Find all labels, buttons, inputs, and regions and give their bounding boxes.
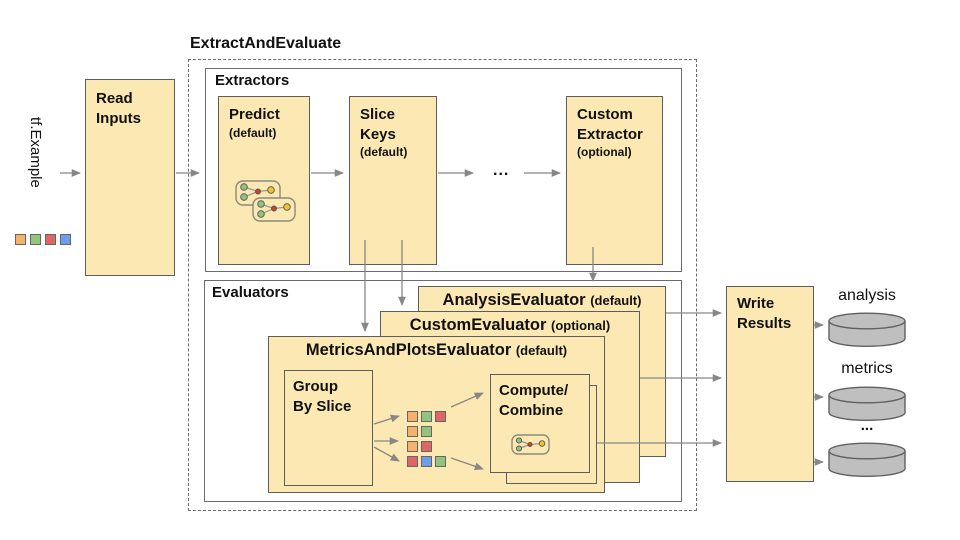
tf-example-label: tf.Example xyxy=(27,117,44,188)
analysis-database-cylinder xyxy=(828,312,906,347)
green-example-square xyxy=(421,411,432,422)
group-by-slice-title: Group By Slice xyxy=(293,378,352,415)
orange-example-square xyxy=(15,234,26,245)
slice-keys-subtitle: (default) xyxy=(360,145,408,159)
arrow-slices-to-compute-top xyxy=(450,392,484,408)
compute-combine-title: Compute/ Combine xyxy=(499,382,569,419)
blue-example-square xyxy=(60,234,71,245)
metrics-and-plots-evaluator-title: MetricsAndPlotsEvaluator (default) xyxy=(305,341,568,359)
custom-evaluator-title: CustomEvaluator (optional) xyxy=(409,316,611,334)
predict-subtitle: (default) xyxy=(229,125,277,140)
read-inputs-title: Read Inputs xyxy=(96,90,141,127)
metrics-database-cylinder xyxy=(828,386,906,421)
slice-row xyxy=(407,426,446,437)
compute-model-graph-icon xyxy=(511,434,550,455)
slice-keys-title: Slice Keys xyxy=(360,106,396,143)
orange-example-square xyxy=(407,426,418,437)
compute-combine-box: Compute/ Combine xyxy=(490,374,590,473)
arrow-group-to-slice-row-3 xyxy=(373,446,400,462)
input-example-squares xyxy=(15,234,71,245)
more-outputs-ellipsis: ... xyxy=(860,417,874,434)
slice-row xyxy=(407,456,446,467)
red-example-square xyxy=(45,234,56,245)
green-example-square xyxy=(30,234,41,245)
slice-keys-extractor-box: Slice Keys (default) xyxy=(349,96,437,265)
slice-row xyxy=(407,411,446,422)
metrics-output-label: metrics xyxy=(841,360,893,377)
blue-example-square xyxy=(421,456,432,467)
orange-example-square xyxy=(407,411,418,422)
extract-and-evaluate-title: ExtractAndEvaluate xyxy=(190,35,342,52)
more-database-cylinder xyxy=(828,442,906,477)
custom-extractor-title: Custom Extractor xyxy=(577,106,643,143)
arrow-slices-to-compute-bottom xyxy=(450,457,484,470)
evaluators-section-label: Evaluators xyxy=(212,284,289,301)
analysis-evaluator-title: AnalysisEvaluator (default) xyxy=(442,291,642,309)
extractors-section-label: Extractors xyxy=(215,72,290,89)
sliced-examples-grid xyxy=(407,411,446,471)
extractors-container: Extractors xyxy=(205,68,682,272)
read-inputs-box: Read Inputs xyxy=(85,79,175,276)
orange-example-square xyxy=(407,441,418,452)
evaluators-container: Evaluators xyxy=(204,280,682,502)
write-results-title: Write Results xyxy=(737,295,792,332)
red-example-square xyxy=(435,411,446,422)
arrow-group-to-slice-row-1 xyxy=(373,414,400,425)
red-example-square xyxy=(421,441,432,452)
extract-and-evaluate-container xyxy=(188,59,697,511)
analysis-output-label: analysis xyxy=(838,287,896,304)
green-example-square xyxy=(435,456,446,467)
write-results-box: Write Results xyxy=(726,286,814,482)
predict-title: Predict xyxy=(229,106,280,123)
green-example-square xyxy=(421,426,432,437)
group-by-slice-box: Group By Slice xyxy=(284,370,373,486)
extractors-ellipsis: ... xyxy=(493,162,510,179)
custom-extractor-subtitle: (optional) xyxy=(577,145,632,159)
custom-extractor-box: Custom Extractor (optional) xyxy=(566,96,663,265)
predict-model-graph-icon xyxy=(235,180,296,222)
slice-row xyxy=(407,441,446,452)
red-example-square xyxy=(407,456,418,467)
